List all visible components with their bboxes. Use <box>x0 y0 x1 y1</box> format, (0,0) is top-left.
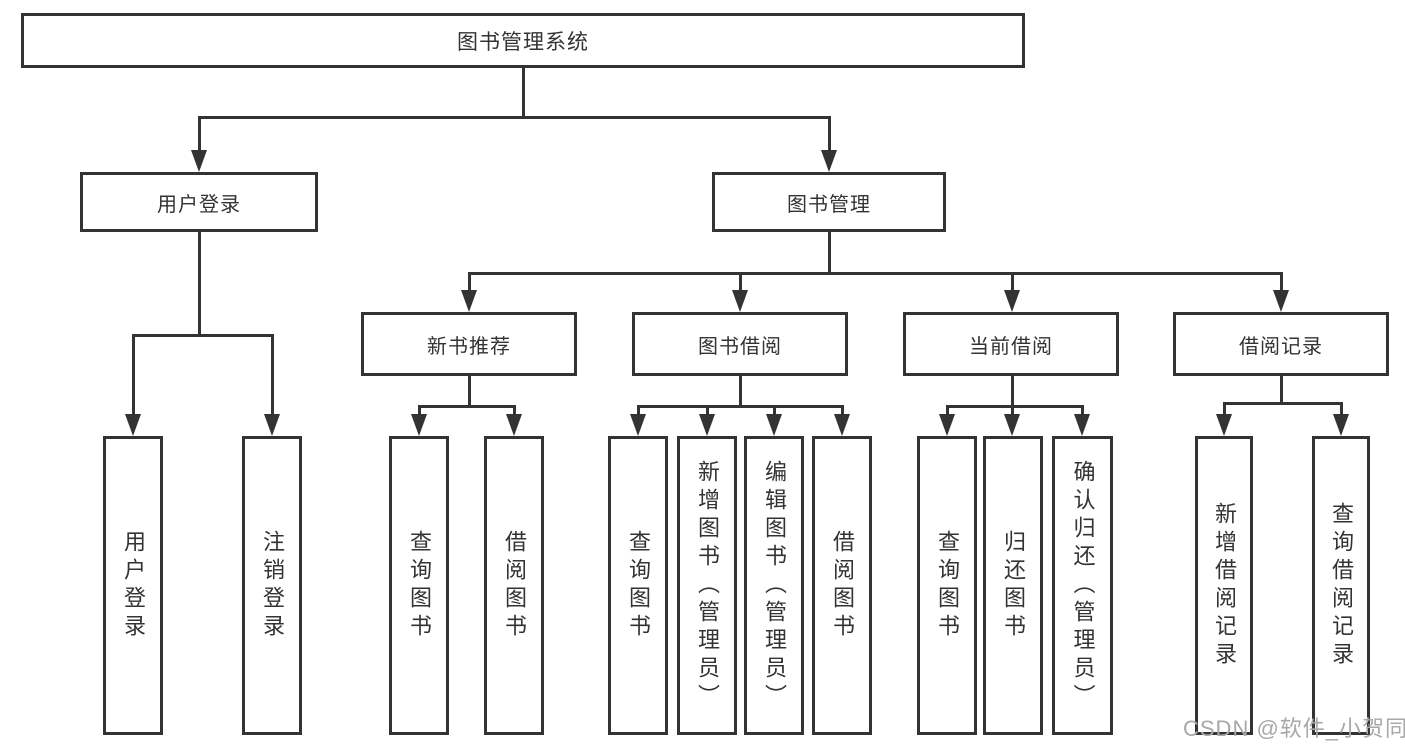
connector-line <box>131 333 274 337</box>
node-label: 查询图书 <box>626 529 651 642</box>
node-label: 借阅图书 <box>830 529 855 642</box>
node-label: 查询图书 <box>407 529 432 642</box>
watermark: CSDN @软件_小贺同学 <box>1183 716 1405 741</box>
connector-line <box>1010 273 1014 292</box>
leaf-user-login: 用户登录 <box>103 436 163 735</box>
connector-line <box>197 115 831 119</box>
connector-line <box>512 406 516 416</box>
arrowhead-icon <box>821 150 837 172</box>
node-label: 新增借阅记录 <box>1212 501 1237 670</box>
node-label: 用户登录 <box>121 529 146 642</box>
connector-line <box>197 232 201 337</box>
node-label: 用户登录 <box>157 193 241 216</box>
leaf-query-books-current: 查询图书 <box>917 436 977 735</box>
node-label: 新书推荐 <box>427 335 511 358</box>
arrowhead-icon <box>264 414 280 436</box>
node-label: 借阅记录 <box>1239 335 1323 358</box>
connector-line <box>417 404 516 408</box>
connector-line <box>636 404 844 408</box>
connector-line <box>1222 403 1226 416</box>
node-new-book-recommendation: 新书推荐 <box>361 312 577 376</box>
arrowhead-icon <box>125 414 141 436</box>
connector-line <box>467 273 471 292</box>
connector-line <box>636 406 640 416</box>
node-label: 图书借阅 <box>698 335 782 358</box>
leaf-query-borrow-record: 查询借阅记录 <box>1312 436 1370 735</box>
arrowhead-icon <box>411 414 427 436</box>
connector-line <box>270 335 274 416</box>
leaf-add-books-admin: 新增图书（管理员） <box>677 436 737 735</box>
node-label: 新增图书（管理员） <box>695 459 720 712</box>
node-label: 借阅图书 <box>502 529 527 642</box>
leaf-logout: 注销登录 <box>242 436 302 735</box>
arrowhead-icon <box>1216 414 1232 436</box>
arrowhead-icon <box>939 414 955 436</box>
connector-line <box>131 335 135 416</box>
arrowhead-icon <box>506 414 522 436</box>
node-label: 归还图书 <box>1001 529 1026 642</box>
arrowhead-icon <box>1074 414 1090 436</box>
node-label: 注销登录 <box>260 529 285 642</box>
connector-line <box>840 406 844 416</box>
connector-line <box>467 271 1283 275</box>
connector-line <box>738 376 742 408</box>
arrowhead-icon <box>766 414 782 436</box>
arrowhead-icon <box>461 290 477 312</box>
node-label: 编辑图书（管理员） <box>762 459 787 712</box>
leaf-add-borrow-record: 新增借阅记录 <box>1195 436 1253 735</box>
leaf-query-books-borrow: 查询图书 <box>608 436 668 735</box>
connector-line <box>827 117 831 152</box>
node-label: 当前借阅 <box>969 335 1053 358</box>
connector-line <box>1222 401 1343 405</box>
connector-line <box>1010 406 1014 416</box>
connector-line <box>521 68 525 119</box>
connector-line <box>705 406 709 416</box>
connector-line <box>417 406 421 416</box>
leaf-borrow-books: 借阅图书 <box>812 436 872 735</box>
node-label: 确认归还（管理员） <box>1070 459 1096 712</box>
connector-line <box>1339 403 1343 416</box>
connector-line <box>1080 406 1084 416</box>
arrowhead-icon <box>630 414 646 436</box>
node-label: 查询借阅记录 <box>1329 501 1354 670</box>
arrowhead-icon <box>1273 290 1289 312</box>
connector-line <box>945 404 1084 408</box>
node-book-borrowing: 图书借阅 <box>632 312 848 376</box>
leaf-confirm-return-admin: 确认归还（管理员） <box>1052 436 1113 735</box>
node-borrowing-records: 借阅记录 <box>1173 312 1389 376</box>
leaf-borrow-books-recommend: 借阅图书 <box>484 436 544 735</box>
node-book-management: 图书管理 <box>712 172 946 232</box>
leaf-edit-books-admin: 编辑图书（管理员） <box>744 436 804 735</box>
node-label: 图书管理系统 <box>457 30 589 54</box>
connector-line <box>1279 376 1283 405</box>
arrowhead-icon <box>699 414 715 436</box>
leaf-query-books-recommend: 查询图书 <box>389 436 449 735</box>
connector-line <box>197 117 201 152</box>
connector-line <box>945 406 949 416</box>
arrowhead-icon <box>834 414 850 436</box>
arrowhead-icon <box>191 150 207 172</box>
node-label: 查询图书 <box>935 529 960 642</box>
connector-line <box>772 406 776 416</box>
connector-line <box>1010 376 1014 408</box>
node-system-root: 图书管理系统 <box>21 13 1025 68</box>
connector-line <box>467 376 471 408</box>
arrowhead-icon <box>732 290 748 312</box>
connector-line <box>1279 273 1283 292</box>
connector-line <box>738 273 742 292</box>
node-user-login: 用户登录 <box>80 172 318 232</box>
node-current-borrowing: 当前借阅 <box>903 312 1119 376</box>
leaf-return-books: 归还图书 <box>983 436 1043 735</box>
arrowhead-icon <box>1004 414 1020 436</box>
arrowhead-icon <box>1333 414 1349 436</box>
arrowhead-icon <box>1004 290 1020 312</box>
node-label: 图书管理 <box>787 193 871 216</box>
connector-line <box>827 232 831 275</box>
